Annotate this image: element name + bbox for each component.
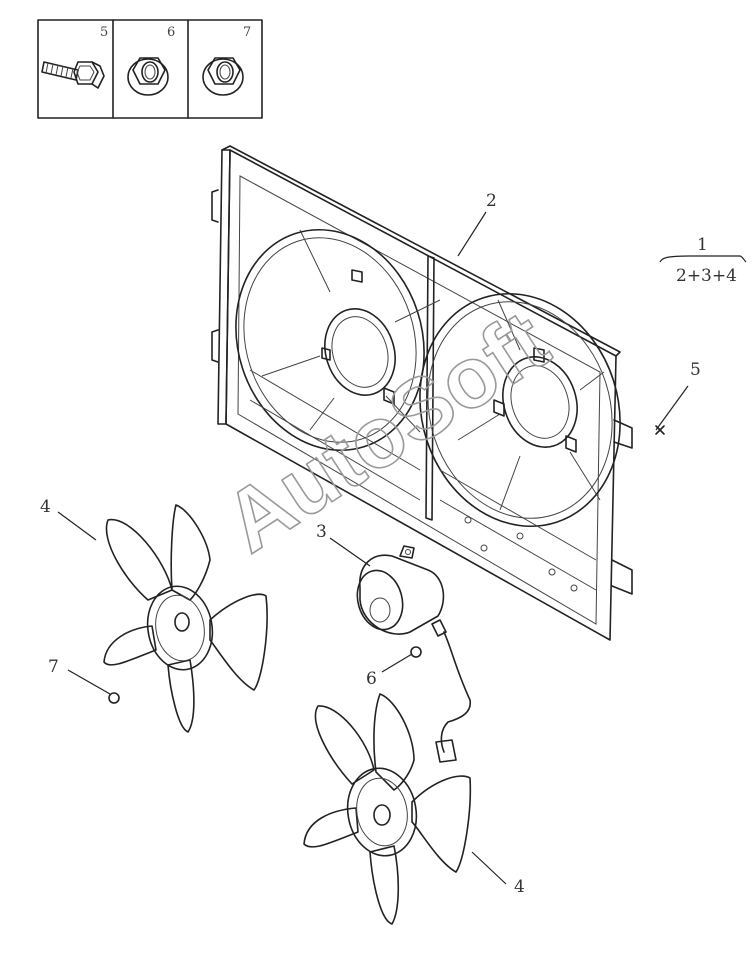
hardware-table: 5 6 7 [37,19,263,119]
fan-blade-right [303,693,472,925]
hardware-header-5: 5 [100,25,108,40]
fan-motor [356,545,472,763]
hardware-header-7: 7 [243,25,251,40]
callout-fan-left: 4 [40,497,51,517]
flange-nut-icon [202,57,244,96]
callout-nut-fan: 7 [48,657,59,677]
callout-assembly: 1 [697,235,708,255]
nut-marker-7 [108,692,120,704]
fan-blade-left [103,504,268,733]
callout-fan-right: 4 [514,877,525,897]
callout-bolt: 5 [690,360,701,380]
bolt-marker [655,425,665,435]
callout-assembly-formula: 2+3+4 [676,266,737,286]
hardware-header-6: 6 [167,25,175,40]
callout-shroud: 2 [486,191,497,211]
callout-nut-motor: 6 [366,669,377,689]
flange-nut-icon [127,57,169,96]
watermark-text: AutoSoft [208,293,565,571]
nut-marker-6 [410,646,422,658]
bolt-icon [41,61,105,89]
fan-shroud [211,145,633,641]
leader-lines [57,211,747,885]
callout-motor: 3 [316,522,327,542]
